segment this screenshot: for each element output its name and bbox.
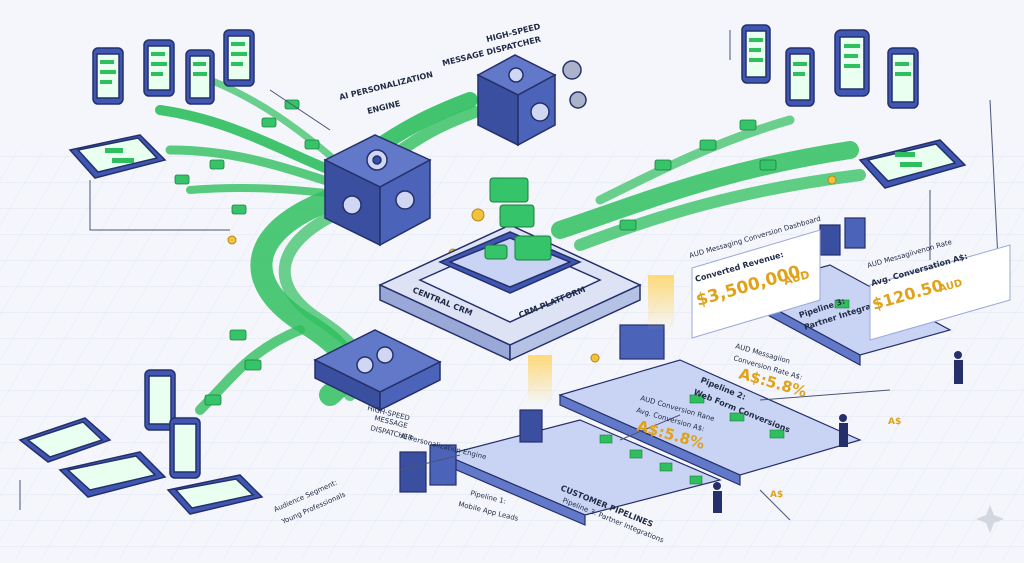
phone-screens-top-right [749, 38, 922, 167]
dispatcher-bottom-box [313, 329, 442, 412]
ai-engine-top-label-1: AI PERSONALIZATION [338, 70, 434, 102]
message-stream-right [551, 115, 866, 251]
ai-engine-top-box [323, 134, 432, 247]
phones-bottom-left [18, 369, 264, 515]
dispatcher-top-box [476, 54, 587, 147]
currency-tag-2: A$ [888, 417, 901, 427]
sparkle-icon [976, 505, 1004, 533]
ai-engine-top-label-2: ENGINE [366, 99, 401, 116]
crm-bubbles [484, 177, 552, 261]
crm-platform [378, 224, 642, 362]
currency-tag-1: A$ [770, 490, 783, 500]
message-bubbles [174, 99, 777, 406]
revenue-dashboard: AUD Messaging Conversion Dashboard Conve… [688, 215, 822, 339]
connector-lines [19, 30, 1001, 521]
people [713, 351, 963, 513]
message-stream-top-left [155, 76, 349, 199]
server-racks [399, 217, 866, 493]
phone-screens-top-left [100, 42, 247, 163]
glow-beacons [528, 275, 674, 405]
